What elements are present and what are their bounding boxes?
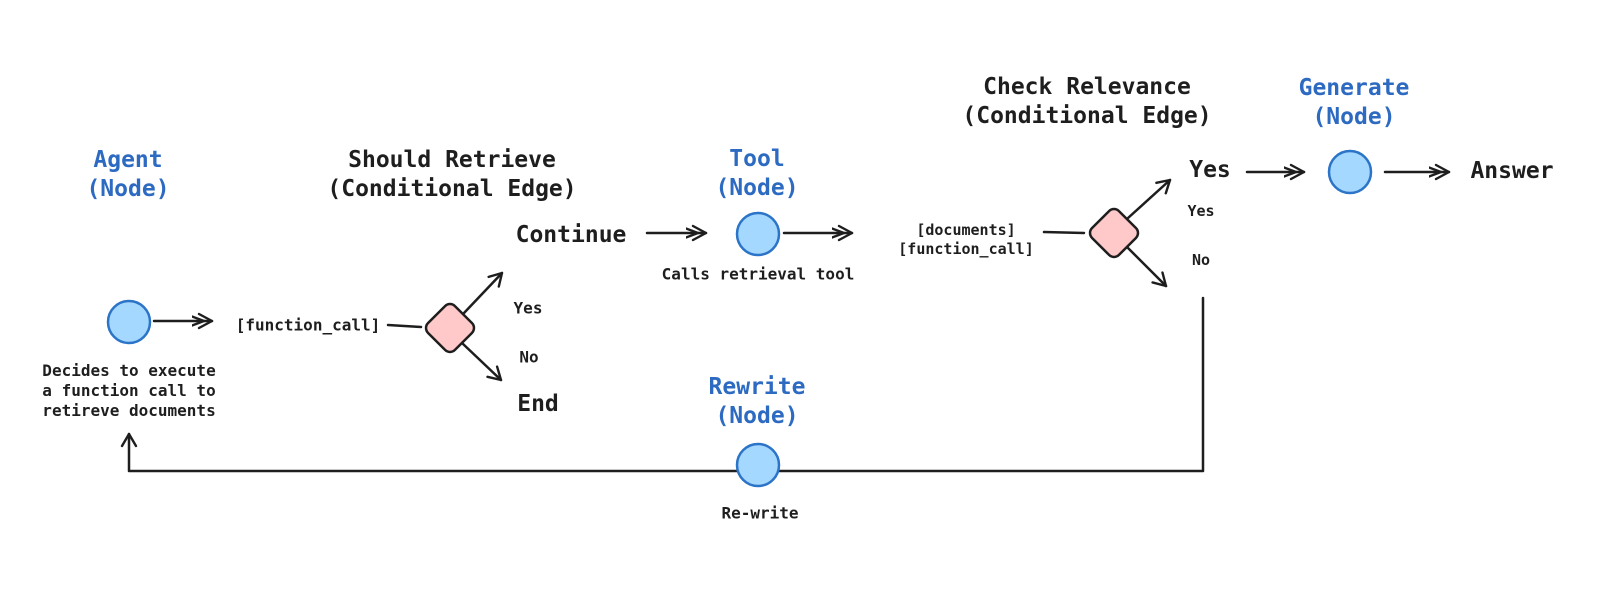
tool-description: Calls retrieval tool	[661, 264, 855, 284]
continue-label: Continue	[515, 222, 627, 248]
arrow-diamond-to-end	[460, 341, 503, 382]
documents-label-line2: [function_call]	[898, 240, 1034, 258]
agent-node-title: Agent	[93, 147, 163, 173]
generate-node-circle	[1327, 149, 1373, 195]
agent-description-line3: retireve documents	[42, 401, 216, 420]
arrow-diamond-to-no	[1125, 245, 1168, 288]
agent-description-line2: a function call to	[42, 381, 216, 400]
documents-label-line1: [documents]	[916, 221, 1016, 239]
agent-description: Decides to execute a function call to re…	[42, 361, 215, 421]
tool-node-heading: Tool (Node)	[715, 145, 798, 203]
agent-node-circle	[106, 299, 152, 345]
agent-description-line1: Decides to execute	[42, 361, 216, 380]
check-relevance-heading: Check Relevance (Conditional Edge)	[962, 73, 1211, 131]
check-relevance-subtitle: (Conditional Edge)	[962, 103, 1212, 129]
tool-node-circle	[735, 211, 781, 257]
tool-node-title: Tool	[729, 146, 785, 172]
no-branch-label-2: No	[1191, 251, 1211, 269]
edge-function-call-to-diamond	[386, 323, 423, 329]
rewrite-node-heading: Rewrite (Node)	[709, 373, 806, 431]
yes-large-label: Yes	[1189, 157, 1231, 183]
should-retrieve-diamond	[424, 302, 476, 354]
no-branch-label-1: No	[519, 347, 539, 367]
should-retrieve-subtitle: (Conditional Edge)	[327, 176, 577, 202]
generate-node-heading: Generate (Node)	[1299, 74, 1410, 132]
check-relevance-title: Check Relevance	[983, 74, 1191, 100]
rewrite-node-title: Rewrite	[708, 374, 806, 400]
edge-documents-to-diamond	[1042, 230, 1086, 235]
generate-node-subtitle: (Node)	[1312, 104, 1396, 130]
answer-label: Answer	[1470, 158, 1554, 184]
agent-node-subtitle: (Node)	[86, 176, 170, 202]
should-retrieve-heading: Should Retrieve (Conditional Edge)	[327, 146, 576, 204]
documents-label: [documents] [function_call]	[898, 221, 1033, 259]
should-retrieve-title: Should Retrieve	[348, 147, 556, 173]
agent-node-heading: Agent (Node)	[86, 146, 169, 204]
rewrite-node-circle	[735, 442, 781, 488]
yes-branch-label-2: Yes	[1187, 202, 1215, 220]
function-call-label: [function_call]	[235, 315, 381, 335]
generate-node-title: Generate	[1298, 75, 1410, 101]
rewrite-node-subtitle: (Node)	[715, 403, 799, 429]
edge-rewrite-feedback-loop	[120, 296, 1205, 473]
yes-branch-label-1: Yes	[513, 298, 543, 318]
arrow-diamond-to-continue	[462, 271, 504, 315]
end-label: End	[517, 391, 559, 417]
rewrite-action-label: Re-write	[721, 503, 799, 523]
tool-node-subtitle: (Node)	[715, 175, 799, 201]
arrow-diamond-to-yes	[1126, 178, 1172, 220]
